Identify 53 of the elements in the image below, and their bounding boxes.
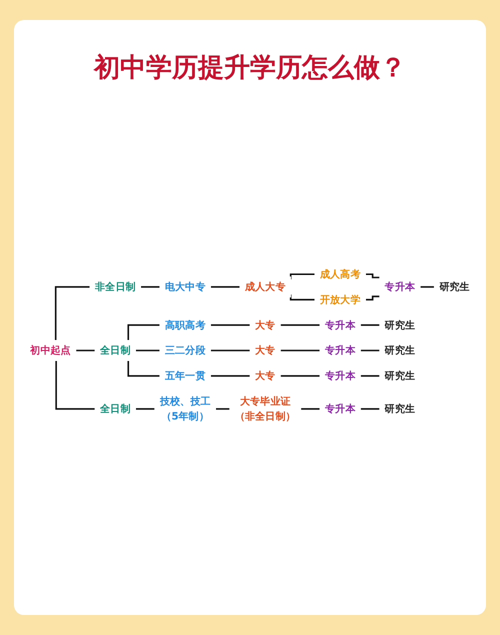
connector [280, 324, 320, 326]
connector [360, 349, 380, 351]
node-text: 专升本 [324, 318, 356, 330]
node-text: 成人大专 [244, 280, 286, 292]
node-text: 研究生 [384, 369, 416, 382]
node-text: 专升本 [324, 402, 356, 414]
connector [290, 294, 315, 300]
connector [54, 286, 90, 340]
connector [210, 286, 240, 288]
connector [127, 360, 160, 376]
node-text: 非全日制 [94, 280, 136, 292]
connector [210, 374, 250, 376]
connector [360, 408, 380, 410]
title: 初中学历提升学历怎么做？ [92, 52, 407, 85]
node-text: 专升本 [324, 344, 356, 356]
node-text: 成人高考 [320, 267, 361, 280]
node-text: 大专 [255, 318, 276, 330]
node-text: 大专 [255, 344, 276, 356]
node-text: 初中起点 [30, 344, 71, 356]
node-text: 研究生 [384, 344, 416, 356]
node-text: 电大中专 [164, 280, 206, 292]
connector [134, 408, 155, 410]
connector [210, 349, 250, 351]
node-text: 专升本 [384, 280, 416, 292]
node-text: 五年一贯 [164, 369, 206, 382]
connector [214, 408, 230, 410]
connector [300, 408, 320, 410]
connector [280, 374, 320, 376]
node-text: 研究生 [439, 280, 470, 292]
connector [360, 324, 380, 326]
node-text: 研究生 [384, 402, 416, 414]
node-text: 专升本 [324, 369, 356, 382]
node-text: 全日制 [100, 402, 131, 414]
node-text: 三二分段 [164, 344, 206, 356]
connector [280, 349, 320, 351]
connector [364, 295, 380, 300]
connector [360, 374, 380, 376]
connector [364, 273, 380, 278]
node-text: 全日制 [100, 344, 131, 356]
node-text: 大专毕业证 （非全日制） [234, 394, 296, 422]
connector [140, 286, 160, 288]
node-text: 研究生 [384, 318, 416, 330]
connector [75, 349, 95, 351]
connector [127, 324, 160, 340]
connector [419, 286, 434, 288]
connector [134, 349, 160, 351]
node-text: 大专 [255, 369, 276, 382]
node-text: 高职高考 [164, 318, 206, 330]
connector [210, 324, 250, 326]
node-text: 开放大学 [320, 292, 361, 305]
connector [55, 360, 95, 410]
node-text: 技校、技工 （5年制） [160, 394, 211, 422]
connector [290, 273, 315, 279]
